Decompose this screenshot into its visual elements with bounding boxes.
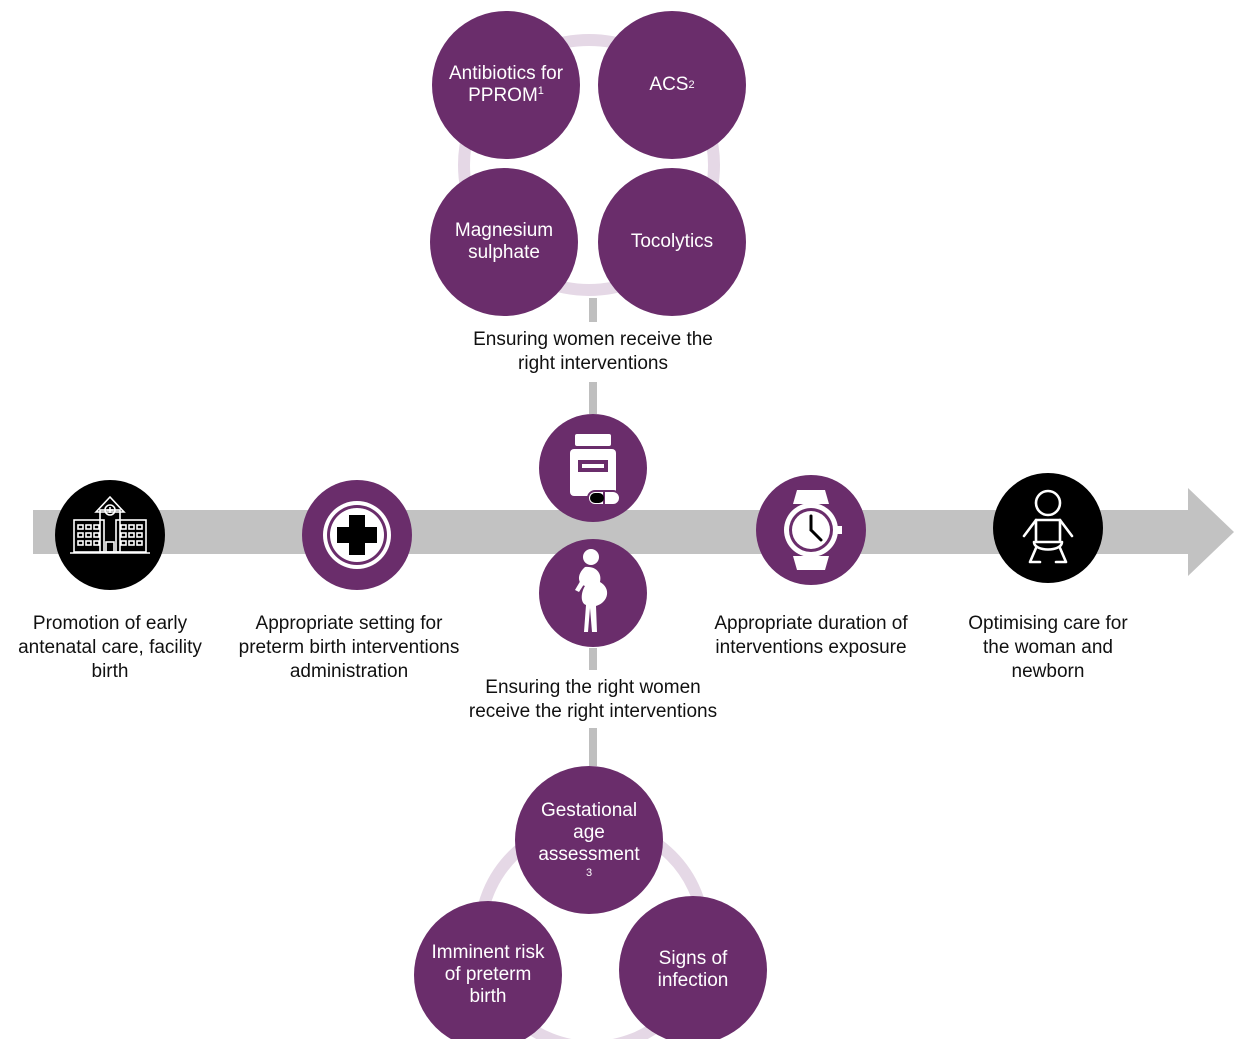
caption-antenatal-care: Promotion of early antenatal care, facil… <box>2 612 218 684</box>
bottom-circle-gestational <box>515 766 663 914</box>
antibiotics-line2: PPROM1 <box>468 85 544 106</box>
caption-antenatal-line1: Promotion of early <box>32 613 188 634</box>
gestational-line2: age <box>573 822 605 843</box>
top-caption-line1: Ensuring women receive the <box>473 329 713 350</box>
caption-optimising-line1: Optimising care for <box>968 613 1128 634</box>
caption-setting-line3: administration <box>289 661 409 682</box>
step-wristwatch <box>756 475 866 585</box>
top-circle-magnesium-text: Magnesium sulphate <box>444 212 564 272</box>
gestational-line3: assessment <box>538 844 640 865</box>
medical-cross-icon <box>323 501 391 569</box>
top-connector-lower <box>589 382 597 414</box>
top-connector-upper <box>589 298 597 322</box>
pregnant-woman-icon <box>575 549 608 632</box>
step-pill-bottle <box>539 414 647 522</box>
infection-line2: infection <box>657 970 729 991</box>
caption-optimising-line3: newborn <box>1011 661 1085 682</box>
top-circle-antibiotics-text: Antibiotics for PPROM1 <box>446 55 566 115</box>
caption-antenatal-line3: birth <box>91 661 129 682</box>
imminent-line2: of preterm <box>444 964 532 985</box>
bottom-caption-line1: Ensuring the right women <box>485 677 701 698</box>
caption-optimising-care: Optimising care for the woman and newbor… <box>948 612 1148 684</box>
step-hospital <box>55 480 165 590</box>
imminent-line3: birth <box>469 986 507 1007</box>
baby-icon <box>1022 489 1074 564</box>
bottom-connector-upper <box>589 648 597 670</box>
bottom-circle-infection-text: Signs of infection <box>628 946 758 994</box>
acs-label: ACS <box>649 74 689 95</box>
magnesium-line1: Magnesium <box>454 220 554 241</box>
wristwatch-icon <box>784 490 842 570</box>
top-cluster-caption: Ensuring women receive the right interve… <box>438 328 748 376</box>
caption-duration-line1: Appropriate duration of <box>714 613 908 634</box>
magnesium-line2: sulphate <box>468 242 540 263</box>
caption-appropriate-setting: Appropriate setting for preterm birth in… <box>220 612 478 684</box>
pill-bottle-icon <box>570 434 621 506</box>
caption-duration: Appropriate duration of interventions ex… <box>696 612 926 660</box>
top-caption-line2: right interventions <box>518 353 668 374</box>
bottom-circle-imminent-text: Imminent risk of preterm birth <box>423 940 553 1010</box>
top-circle-acs <box>598 11 746 159</box>
step-baby <box>993 473 1103 583</box>
caption-optimising-line2: the woman and <box>983 637 1113 658</box>
tocolytics-label: Tocolytics <box>630 231 714 252</box>
caption-setting-line2: preterm birth interventions <box>238 637 460 658</box>
caption-setting-line1: Appropriate setting for <box>255 613 443 634</box>
bottom-connector-lower <box>589 728 597 766</box>
top-circle-magnesium <box>430 168 578 316</box>
top-cluster-ring <box>458 34 720 296</box>
step-pregnant-woman <box>539 539 647 647</box>
caption-duration-line2: interventions exposure <box>715 637 907 658</box>
bottom-circle-infection <box>619 896 767 1039</box>
step-medical-cross <box>302 480 412 590</box>
hospital-icon <box>70 495 150 554</box>
top-circle-tocolytics <box>598 168 746 316</box>
bottom-circle-imminent <box>414 901 562 1039</box>
footnote-1: 1 <box>537 85 544 97</box>
bottom-caption-line2: receive the right interventions <box>468 701 718 722</box>
top-circle-tocolytics-text: Tocolytics <box>612 227 732 257</box>
bottom-circle-gestational-text: Gestational age assessment 3 <box>524 796 654 884</box>
top-circle-antibiotics <box>432 11 580 159</box>
imminent-line1: Imminent risk <box>431 942 545 963</box>
footnote-3: 3 <box>585 867 593 879</box>
bottom-cluster-caption: Ensuring the right women receive the rig… <box>440 676 746 724</box>
infection-line1: Signs of <box>658 948 728 969</box>
antibiotics-line1: Antibiotics for <box>448 63 564 84</box>
gestational-line1: Gestational <box>540 800 638 821</box>
caption-antenatal-line2: antenatal care, facility <box>18 637 202 658</box>
